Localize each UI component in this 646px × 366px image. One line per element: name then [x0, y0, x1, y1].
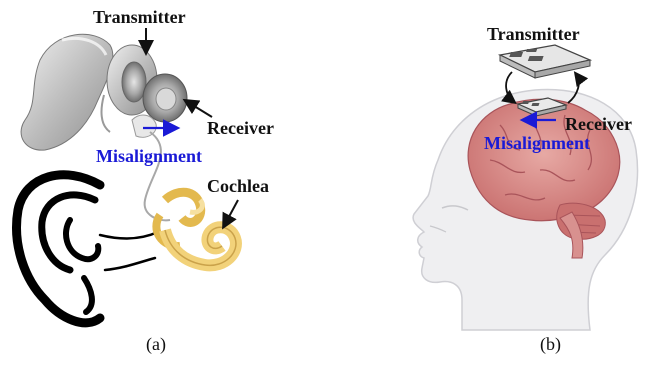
ear-outline-icon [17, 175, 158, 323]
panel-b: Transmitter Receiver Misalignment (b) [413, 24, 637, 355]
receiver-label-a: Receiver [207, 118, 274, 138]
cochlea-icon [156, 192, 236, 265]
caption-b: (b) [540, 334, 561, 355]
misalignment-label-a: Misalignment [96, 146, 202, 166]
coil-chip-icon [500, 45, 590, 78]
cochlea-label: Cochlea [207, 176, 269, 196]
cochlea-arrow [224, 200, 238, 226]
transmitter-label-b: Transmitter [487, 24, 580, 44]
misalignment-label-b: Misalignment [484, 133, 590, 153]
receiver-arrow-a [186, 101, 212, 117]
panel-a: Transmitter Receiver Misalignment Cochle… [17, 7, 274, 355]
transmitter-label-a: Transmitter [93, 7, 186, 27]
receiver-label-b: Receiver [565, 114, 632, 134]
caption-a: (a) [146, 334, 166, 355]
